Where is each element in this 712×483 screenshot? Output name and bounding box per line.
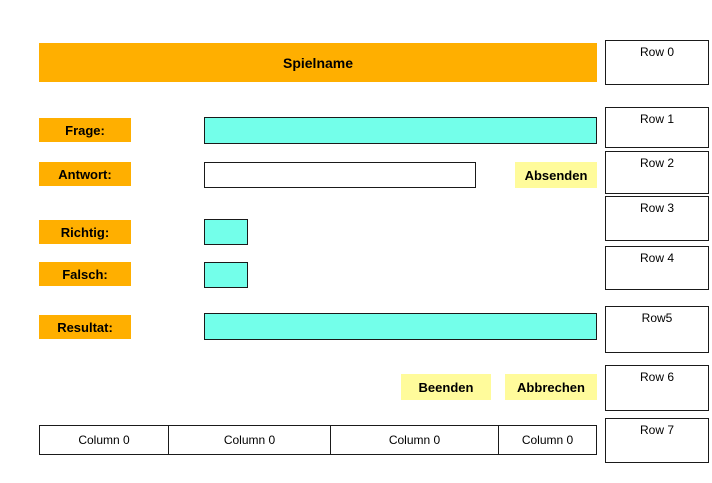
label-antwort-text: Antwort: (58, 166, 112, 182)
column-box-1: Column 0 (168, 425, 331, 455)
absenden-label: Absenden (524, 167, 588, 183)
row-box-6: Row 6 (605, 365, 709, 411)
column-box-2: Column 0 (330, 425, 499, 455)
abbrechen-button[interactable]: Abbrechen (505, 374, 597, 400)
abbrechen-label: Abbrechen (517, 379, 585, 395)
row-box-2: Row 2 (605, 151, 709, 194)
antwort-input[interactable] (204, 162, 476, 188)
beenden-label: Beenden (418, 379, 474, 395)
row-box-7: Row 7 (605, 418, 709, 463)
row-box-1: Row 1 (605, 107, 709, 148)
label-resultat: Resultat: (39, 315, 131, 339)
label-falsch-text: Falsch: (62, 266, 108, 282)
label-antwort: Antwort: (39, 162, 131, 186)
column-box-0: Column 0 (39, 425, 169, 455)
row-box-0: Row 0 (605, 40, 709, 85)
game-title: Spielname (282, 54, 354, 71)
label-resultat-text: Resultat: (57, 319, 113, 335)
column-box-3: Column 0 (498, 425, 597, 455)
game-title-bar: Spielname (39, 43, 597, 82)
frage-field (204, 117, 597, 144)
beenden-button[interactable]: Beenden (401, 374, 491, 400)
label-richtig-text: Richtig: (60, 224, 110, 240)
label-frage: Frage: (39, 118, 131, 142)
richtig-field (204, 219, 248, 245)
label-frage-text: Frage: (65, 122, 105, 138)
absenden-button[interactable]: Absenden (515, 162, 597, 188)
row-box-5: Row5 (605, 306, 709, 353)
falsch-field (204, 262, 248, 288)
label-richtig: Richtig: (39, 220, 131, 244)
row-box-4: Row 4 (605, 246, 709, 290)
label-falsch: Falsch: (39, 262, 131, 286)
row-box-3: Row 3 (605, 196, 709, 241)
resultat-field (204, 313, 597, 340)
